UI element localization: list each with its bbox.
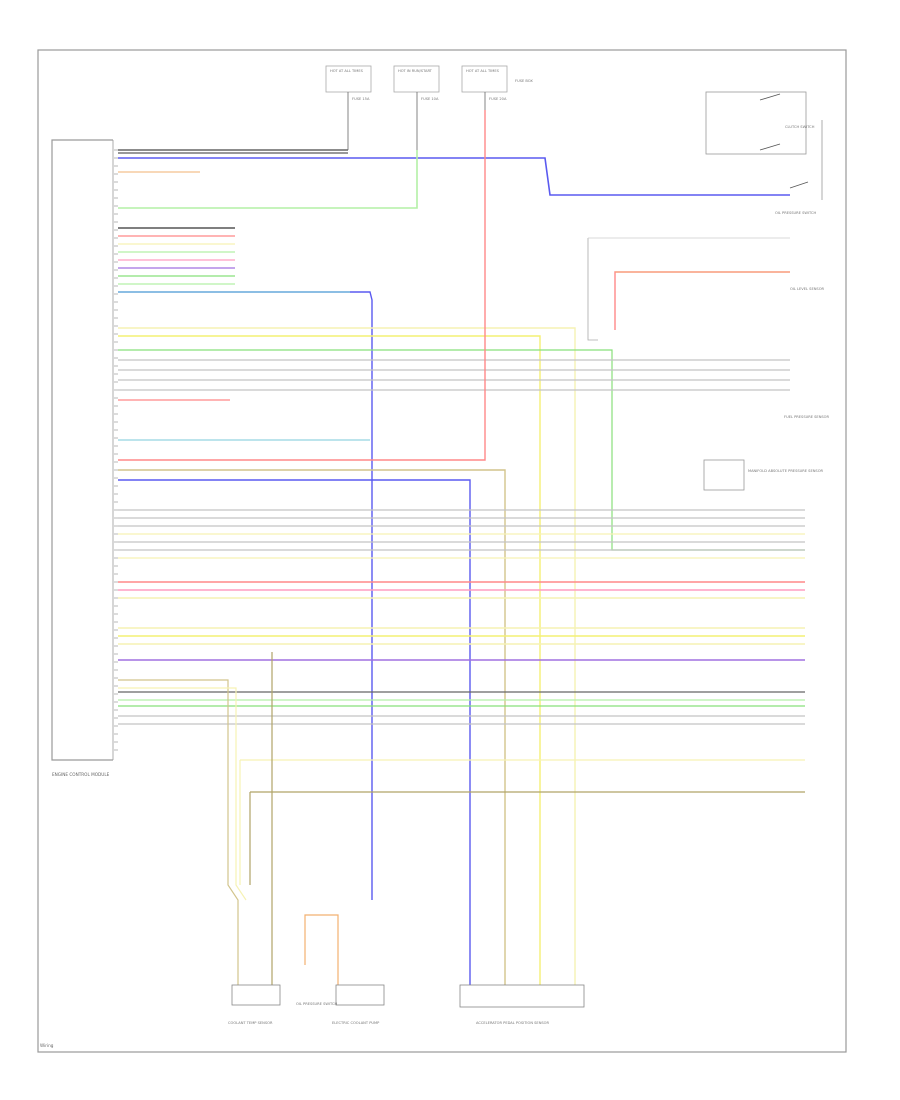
oil-level-sensor-block: OIL LEVEL SENSOR — [587, 237, 825, 341]
wire-cts-1 — [118, 679, 239, 985]
wires-layer — [114, 110, 805, 985]
fuse-box-mid: HOT IN RUN/START FUSE 10A — [393, 65, 440, 150]
map-sensor-block: MANIFOLD ABSOLUTE PRESSURE SENSOR — [703, 459, 824, 491]
accelerator-pedal-sensor: ACCELERATOR PEDAL POSITION SENSOR — [459, 984, 585, 1025]
svg-text:HOT IN RUN/START: HOT IN RUN/START — [398, 69, 433, 73]
wire-yel-1 — [118, 335, 541, 985]
svg-text:OIL PRESSURE SWITCH: OIL PRESSURE SWITCH — [775, 211, 816, 215]
wire-teal-blu — [118, 291, 373, 900]
electric-coolant-pump: ELECTRIC COOLANT PUMP — [332, 984, 385, 1025]
svg-text:FUSE 15A: FUSE 15A — [352, 97, 370, 101]
wire-ops-1 — [304, 914, 339, 985]
svg-text:COOLANT TEMP SENSOR: COOLANT TEMP SENSOR — [228, 1021, 273, 1025]
switch-block: CLUTCH SWITCH OIL PRESSURE SWITCH — [705, 91, 823, 215]
svg-text:HOT AT ALL TIMES: HOT AT ALL TIMES — [330, 69, 364, 73]
wire-red-fuse — [118, 110, 486, 461]
diagram-frame — [37, 49, 847, 1053]
svg-text:MANIFOLD ABSOLUTE PRESSURE SEN: MANIFOLD ABSOLUTE PRESSURE SENSOR — [748, 469, 824, 473]
svg-text:FUSE 10A: FUSE 10A — [421, 97, 439, 101]
fuse-box-left: HOT AT ALL TIMES FUSE 15A — [325, 65, 372, 150]
svg-text:ACCELERATOR PEDAL POSITION SEN: ACCELERATOR PEDAL POSITION SENSOR — [476, 1021, 549, 1025]
engine-control-module: ENGINE CONTROL MODULE — [51, 139, 114, 777]
fuse-box-right: HOT AT ALL TIMES FUSE 20A FUSE BOX — [461, 65, 533, 150]
svg-text:OIL LEVEL SENSOR: OIL LEVEL SENSOR — [790, 287, 825, 291]
svg-text:ELECTRIC COOLANT PUMP: ELECTRIC COOLANT PUMP — [332, 1021, 380, 1025]
svg-text:HOT AT ALL TIMES: HOT AT ALL TIMES — [466, 69, 500, 73]
svg-text:FUSE 20A: FUSE 20A — [489, 97, 507, 101]
svg-text:CLUTCH SWITCH: CLUTCH SWITCH — [785, 125, 815, 129]
page-code: Wiring — [40, 1043, 54, 1048]
wire-blue-2 — [118, 479, 471, 985]
wire-cts-2 — [118, 687, 247, 901]
ecm-label: ENGINE CONTROL MODULE — [52, 772, 110, 777]
wire-blu-long — [118, 157, 790, 196]
wire-orange-2 — [118, 469, 506, 985]
oil-pressure-sensor: OIL PRESSURE SWITCH — [296, 1002, 337, 1006]
svg-text:FUEL PRESSURE SENSOR: FUEL PRESSURE SENSOR — [784, 415, 830, 419]
svg-text:FUSE BOX: FUSE BOX — [515, 79, 533, 83]
svg-text:OIL PRESSURE SWITCH: OIL PRESSURE SWITCH — [296, 1002, 337, 1006]
wire-tan-1 — [118, 327, 576, 985]
coolant-temp-sensor: COOLANT TEMP SENSOR — [228, 984, 281, 1025]
wire-green-run — [118, 150, 418, 209]
